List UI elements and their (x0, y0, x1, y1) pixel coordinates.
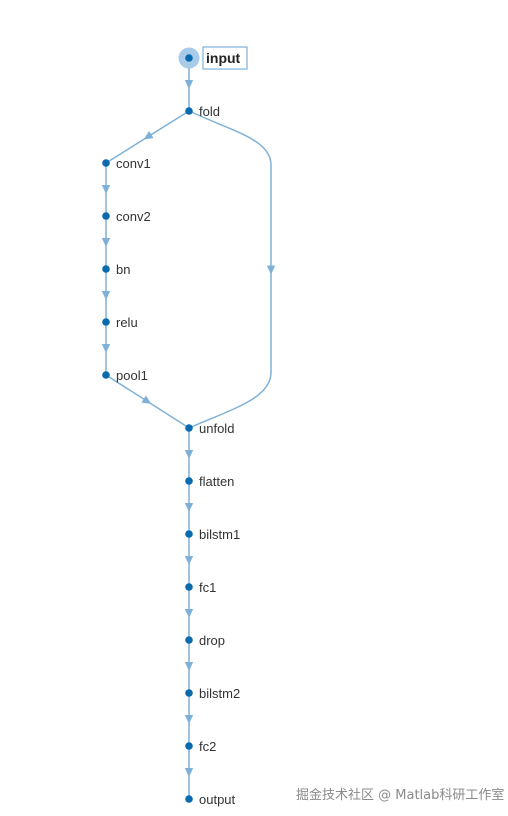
watermark: 掘金技术社区 @ Matlab科研工作室 (296, 788, 505, 803)
selected-label-box (202, 46, 248, 70)
node-dot (102, 371, 110, 379)
node-label: input (206, 50, 241, 66)
node-fold[interactable]: fold (185, 104, 220, 119)
node-dot (185, 689, 193, 697)
node-dot (185, 742, 193, 750)
arrow-head-bilstm1-fc1 (184, 556, 194, 565)
node-label: output (199, 792, 236, 807)
arrow-head-fold-conv1 (143, 131, 154, 140)
arrow-head-flatten-bilstm1 (184, 503, 194, 512)
node-dot (185, 477, 193, 485)
node-dot (185, 530, 193, 538)
arrow-head-drop-bilstm2 (184, 662, 194, 671)
node-dot (185, 424, 193, 432)
edge-fold-to-unfold (188, 110, 272, 429)
node-label: conv2 (116, 209, 151, 224)
node-relu[interactable]: relu (102, 315, 138, 330)
arrow-head-conv1-conv2 (101, 185, 111, 194)
node-dot (102, 318, 110, 326)
arrow-head-fc1-drop (184, 609, 194, 618)
node-label: bn (116, 262, 130, 277)
arrow-head-fc2-output (184, 768, 194, 777)
node-dot (185, 107, 193, 115)
node-label: bilstm2 (199, 686, 240, 701)
edges (101, 58, 276, 799)
node-pool1[interactable]: pool1 (102, 368, 148, 383)
node-bilstm2[interactable]: bilstm2 (185, 686, 240, 701)
node-label: fc1 (199, 580, 216, 595)
node-dot (185, 636, 193, 644)
node-label: unfold (199, 421, 234, 436)
node-fc1[interactable]: fc1 (185, 580, 216, 595)
node-bilstm1[interactable]: bilstm1 (185, 527, 240, 542)
arrow-head-bilstm2-fc2 (184, 715, 194, 724)
node-conv1[interactable]: conv1 (102, 156, 151, 171)
node-drop[interactable]: drop (185, 633, 225, 648)
arrow-head-relu-pool1 (101, 344, 111, 353)
node-dot (185, 795, 193, 803)
arrow-head-unfold-flatten (184, 450, 194, 459)
node-label: fold (199, 104, 220, 119)
node-dot (102, 212, 110, 220)
node-conv2[interactable]: conv2 (102, 209, 151, 224)
node-label: drop (199, 633, 225, 648)
node-label: bilstm1 (199, 527, 240, 542)
node-label: conv1 (116, 156, 151, 171)
arrow-head-pool1-unfold (141, 395, 152, 404)
node-bn[interactable]: bn (102, 262, 130, 277)
arrow-head-input-fold (184, 80, 194, 89)
node-flatten[interactable]: flatten (185, 474, 234, 489)
node-dot (185, 583, 193, 591)
arrow-head-conv2-bn (101, 238, 111, 247)
arrow-head-skip (266, 265, 276, 275)
node-fc2[interactable]: fc2 (185, 739, 216, 754)
node-label: relu (116, 315, 138, 330)
node-output[interactable]: output (185, 792, 236, 807)
node-unfold[interactable]: unfold (185, 421, 234, 436)
node-dot (185, 54, 193, 62)
node-label: fc2 (199, 739, 216, 754)
node-dot (102, 265, 110, 273)
node-dot (102, 159, 110, 167)
nodes: input fold conv1 conv2 bn relu pool1 unfold flat… (102, 46, 248, 807)
arrow-head-bn-relu (101, 291, 111, 300)
node-input[interactable]: input (178, 46, 248, 70)
node-label: flatten (199, 474, 234, 489)
node-label: pool1 (116, 368, 148, 383)
